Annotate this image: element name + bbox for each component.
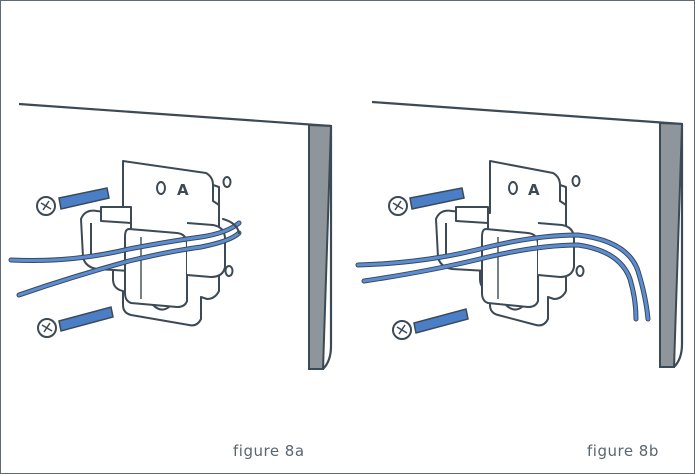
- wall-panel: [371, 100, 684, 369]
- wires: [355, 232, 651, 322]
- wall-panel: [18, 102, 333, 371]
- upper-screw: [388, 187, 465, 216]
- figure-8a-illustration: A: [8, 102, 333, 371]
- lower-screw: [37, 306, 114, 338]
- wires: [8, 218, 242, 298]
- figure-8b-illustration: A: [355, 100, 684, 369]
- figure-8a-caption: figure 8a: [233, 442, 305, 460]
- upper-screw: [36, 187, 110, 216]
- lower-screw: [392, 308, 469, 340]
- figure-8b-caption: figure 8b: [587, 442, 659, 460]
- mounting-bracket: [435, 160, 585, 327]
- bracket-mark-label: A: [528, 181, 540, 199]
- bracket-mark-label: A: [177, 181, 189, 199]
